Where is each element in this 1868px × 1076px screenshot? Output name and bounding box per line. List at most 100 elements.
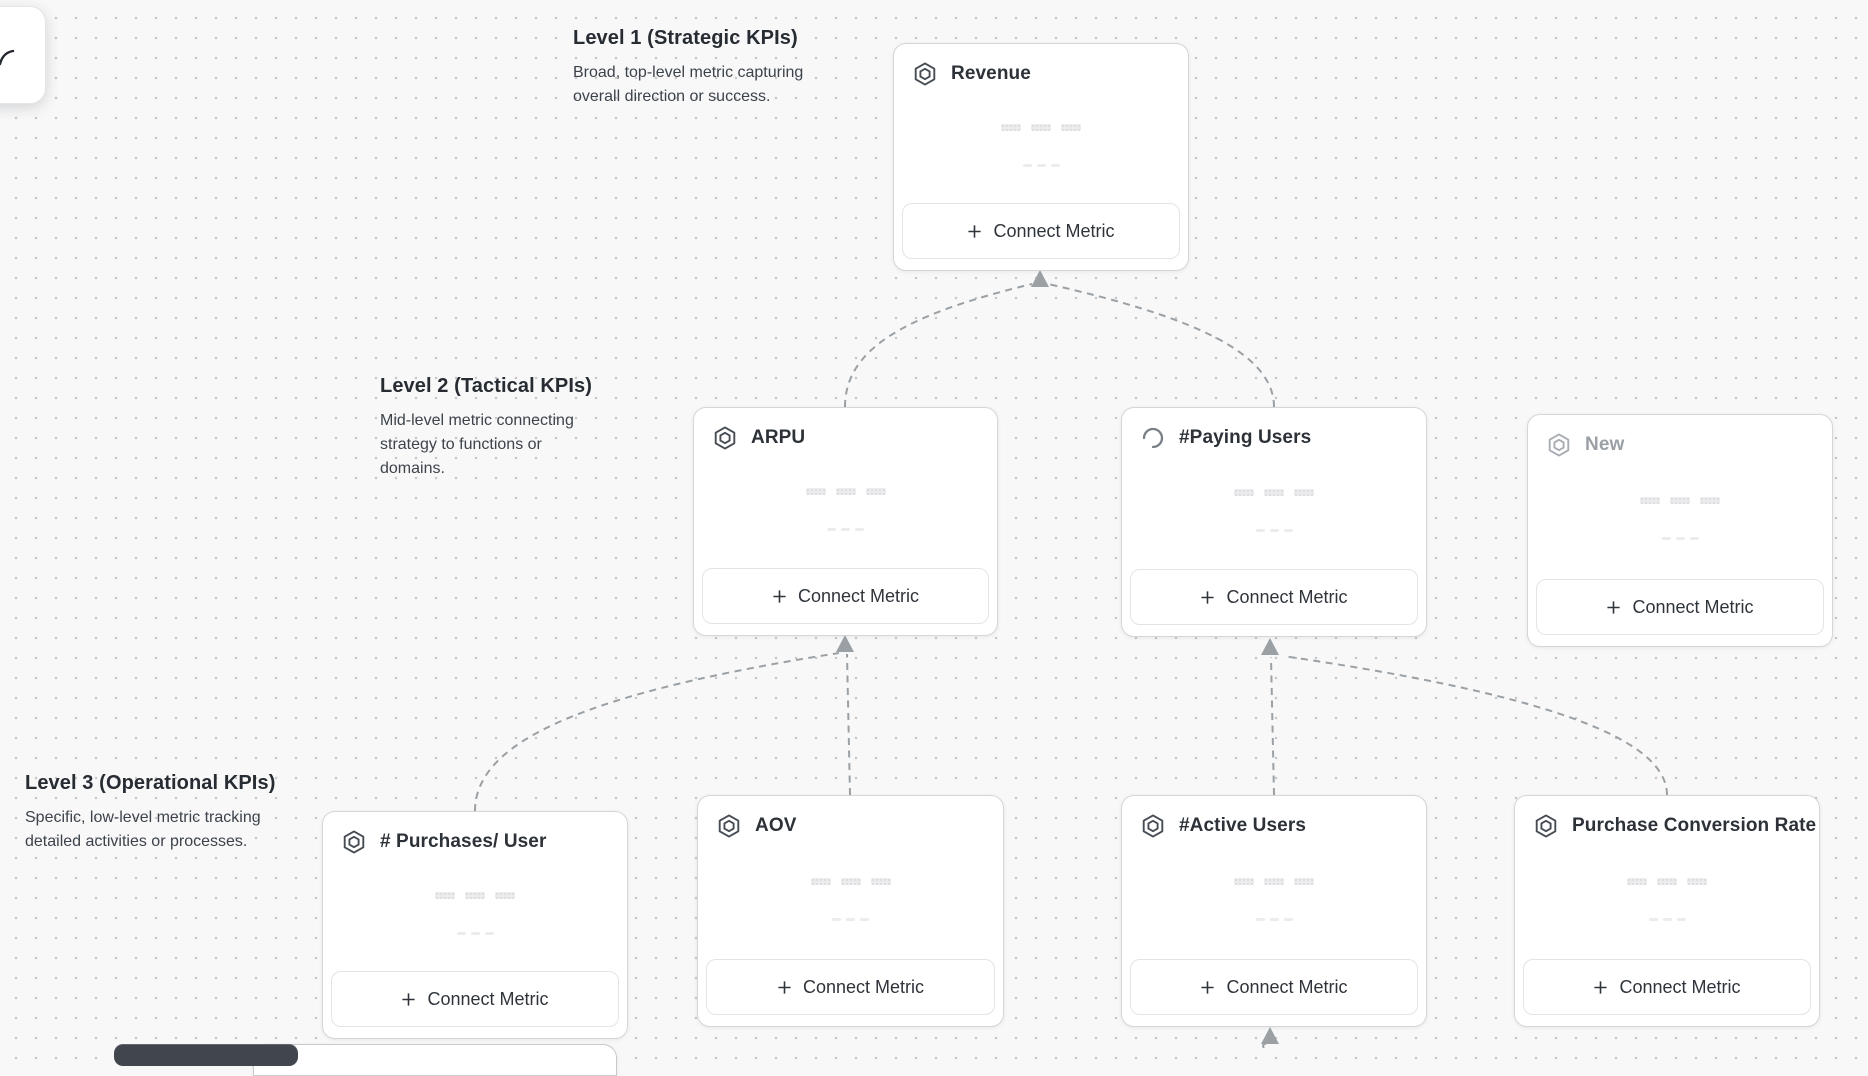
connect-metric-button[interactable]: Connect Metric <box>702 568 989 624</box>
skeleton-bar-row <box>1627 877 1707 885</box>
level-3-annotation: Level 3 (Operational KPIs) Specific, low… <box>25 770 283 854</box>
connect-metric-label: Connect Metric <box>802 976 925 997</box>
connect-metric-button[interactable]: Connect Metric <box>1536 579 1824 635</box>
connect-metric-label: Connect Metric <box>1226 976 1348 997</box>
arrowhead-active-users <box>1261 1027 1279 1044</box>
skeleton-dash-row <box>1255 528 1293 532</box>
plus-icon <box>778 980 791 994</box>
level-3-description: Specific, low-level metric tracking deta… <box>25 809 261 850</box>
connect-metric-button[interactable]: Connect Metric <box>1130 959 1418 1015</box>
metric-card-title: ARPU <box>751 427 806 448</box>
skeleton-dash-row <box>456 931 494 935</box>
toolbar-panel-clipped[interactable] <box>0 6 46 104</box>
skeleton-bar-row <box>1001 123 1081 131</box>
metric-placeholder-skeleton <box>1122 451 1426 569</box>
skeleton-dash-row <box>1648 917 1686 921</box>
plus-icon <box>968 224 982 238</box>
plus-icon <box>1201 980 1215 994</box>
level-1-annotation: Level 1 (Strategic KPIs) Broad, top-leve… <box>573 25 821 109</box>
level-2-description: Mid-level metric connecting strategy to … <box>380 412 574 477</box>
edge-paying-users-to-revenue <box>1047 283 1275 408</box>
skeleton-dash-row <box>1255 917 1293 921</box>
edge-active-users-to-paying-users <box>1270 656 1275 796</box>
edge-aov-to-arpu <box>846 653 851 796</box>
metric-card-new[interactable]: New Connect Metric <box>1527 414 1833 647</box>
metric-card-header: New <box>1528 415 1832 458</box>
skeleton-dash-row <box>1661 537 1699 540</box>
skeleton-dash-row <box>827 528 864 531</box>
metric-card-header: ARPU <box>694 408 997 451</box>
skeleton-bar-row <box>810 877 891 885</box>
metric-card-header: #Paying Users <box>1122 408 1426 451</box>
metric-card-title: Purchase Conversion Rate <box>1572 815 1817 836</box>
cursor-tool-icon <box>0 49 15 66</box>
arrowhead-revenue <box>1031 270 1049 287</box>
skeleton-dash-row <box>832 917 869 921</box>
edge-pcr-to-paying-users <box>1282 655 1668 796</box>
metric-card-header: Purchase Conversion Rate <box>1515 796 1819 839</box>
metric-card-title: AOV <box>755 815 797 836</box>
metric-placeholder-skeleton <box>1122 839 1426 959</box>
plus-icon <box>1594 980 1608 994</box>
hexagon-metric-icon <box>1140 813 1166 839</box>
connect-metric-label: Connect Metric <box>1226 586 1348 607</box>
skeleton-bar-row <box>805 488 886 495</box>
metric-card-title: New <box>1585 434 1625 455</box>
connect-metric-label: Connect Metric <box>1619 976 1741 997</box>
skeleton-dash-row <box>1022 163 1060 167</box>
metric-card-title: Revenue <box>951 63 1031 84</box>
hexagon-metric-icon <box>1546 432 1572 458</box>
metric-card-clipped-bottom[interactable] <box>253 1044 617 1076</box>
metric-placeholder-skeleton <box>323 855 627 971</box>
plus-icon <box>402 992 416 1006</box>
metric-card-header: # Purchases/ User <box>323 812 627 855</box>
metric-card-arpu[interactable]: ARPU Connect Metric <box>693 407 998 636</box>
connect-metric-button[interactable]: Connect Metric <box>1130 569 1418 625</box>
edge-arpu-to-revenue <box>844 283 1033 408</box>
edge-purchases-to-arpu <box>474 652 840 812</box>
hexagon-metric-icon <box>1533 813 1559 839</box>
metric-card-header: AOV <box>698 796 1003 839</box>
skeleton-bar-row <box>435 891 515 899</box>
edge-offscreen-to-active-users <box>1262 1042 1269 1048</box>
connect-metric-label: Connect Metric <box>797 585 920 606</box>
arrowhead-paying-users <box>1261 638 1279 655</box>
connect-metric-button[interactable]: Connect Metric <box>1523 959 1811 1015</box>
hexagon-metric-icon <box>712 425 738 451</box>
connect-metric-label: Connect Metric <box>427 988 549 1009</box>
metric-placeholder-skeleton <box>1528 458 1832 579</box>
level-1-description: Broad, top-level metric capturing overal… <box>573 64 804 105</box>
metric-placeholder-skeleton <box>698 839 1003 959</box>
metric-card-title: # Purchases/ User <box>380 831 547 852</box>
bottom-dock-clipped[interactable] <box>114 1044 298 1066</box>
level-2-annotation: Level 2 (Tactical KPIs) Mid-level metric… <box>380 373 600 481</box>
plus-icon <box>773 589 786 603</box>
metric-card-aov[interactable]: AOV Connect Metric <box>697 795 1004 1027</box>
loading-spinner-icon <box>1140 425 1166 451</box>
metric-card-title: #Active Users <box>1179 815 1306 836</box>
connect-metric-label: Connect Metric <box>1632 596 1754 617</box>
metric-card-purchases-per-user[interactable]: # Purchases/ User Connect Metric <box>322 811 628 1039</box>
metric-card-title: #Paying Users <box>1179 427 1312 448</box>
connect-metric-button[interactable]: Connect Metric <box>706 959 995 1015</box>
skeleton-bar-row <box>1640 497 1720 504</box>
metric-placeholder-skeleton <box>894 87 1188 203</box>
metric-card-paying-users[interactable]: #Paying Users Connect Metric <box>1121 407 1427 637</box>
level-1-title: Level 1 (Strategic KPIs) <box>573 27 798 49</box>
connect-metric-label: Connect Metric <box>993 220 1115 241</box>
skeleton-bar-row <box>1234 488 1314 496</box>
metric-card-purchase-conversion-rate[interactable]: Purchase Conversion Rate Connect Metric <box>1514 795 1820 1027</box>
level-2-title: Level 2 (Tactical KPIs) <box>380 375 593 397</box>
connect-metric-button[interactable]: Connect Metric <box>331 971 619 1027</box>
skeleton-bar-row <box>1234 877 1314 885</box>
metric-card-active-users[interactable]: #Active Users Connect Metric <box>1121 795 1427 1027</box>
connect-metric-button[interactable]: Connect Metric <box>902 203 1180 259</box>
metric-card-header: #Active Users <box>1122 796 1426 839</box>
hexagon-metric-icon <box>716 813 742 839</box>
level-3-title: Level 3 (Operational KPIs) <box>25 772 276 794</box>
metric-card-revenue[interactable]: Revenue Connect Metric <box>893 43 1189 271</box>
arrowhead-arpu <box>836 635 854 652</box>
metric-card-header: Revenue <box>894 44 1188 87</box>
metric-placeholder-skeleton <box>694 451 997 568</box>
hexagon-metric-icon <box>341 829 367 855</box>
